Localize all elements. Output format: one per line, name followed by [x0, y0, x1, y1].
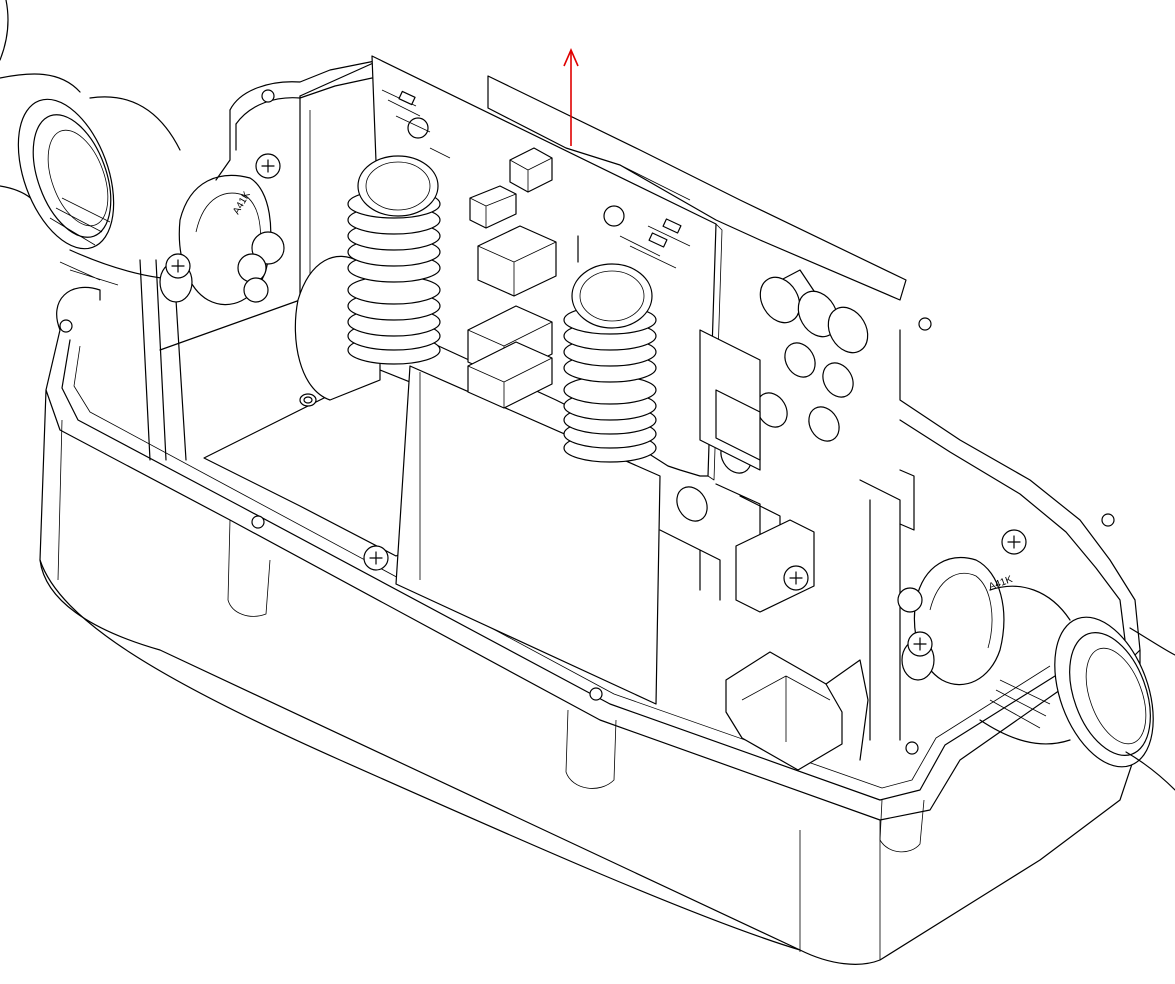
screws	[159, 153, 1027, 681]
lift-arrow	[563, 48, 579, 146]
screw-icon	[363, 545, 389, 571]
enclosure-body	[39, 389, 1141, 965]
right-cable	[1125, 627, 1175, 791]
right-inner-wall	[859, 469, 915, 741]
screw-icon	[159, 253, 193, 303]
left-toroid-stack	[347, 155, 441, 365]
screw-icon	[783, 565, 809, 591]
left-cable-clamp: A41K	[178, 174, 285, 306]
screw-icon	[255, 153, 281, 179]
screw-icon	[901, 631, 935, 681]
left-cable-gland	[17, 96, 191, 286]
screw-icon	[1001, 529, 1027, 555]
secondary-pcb	[487, 75, 907, 301]
right-toroid-stack	[563, 235, 657, 463]
right-cable-gland	[979, 585, 1154, 768]
pcb-components	[381, 89, 691, 409]
